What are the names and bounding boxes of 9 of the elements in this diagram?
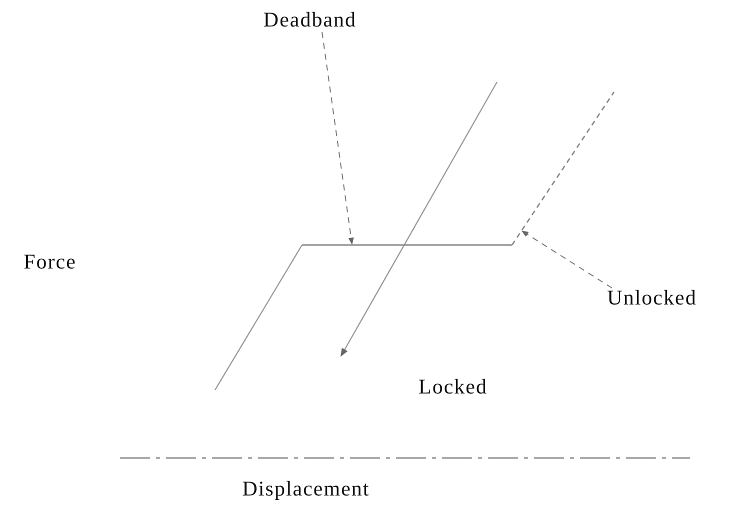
leader-line <box>322 32 354 245</box>
curve-label: Locked <box>418 375 488 399</box>
curve-line <box>511 92 615 246</box>
axis-label: Force <box>24 250 76 274</box>
axis-label: Displacement <box>242 477 370 501</box>
deadband-line <box>302 244 512 246</box>
leader-line <box>521 230 612 288</box>
axis-label: Deadband <box>263 8 357 32</box>
axis-label: Unlocked <box>607 286 697 310</box>
